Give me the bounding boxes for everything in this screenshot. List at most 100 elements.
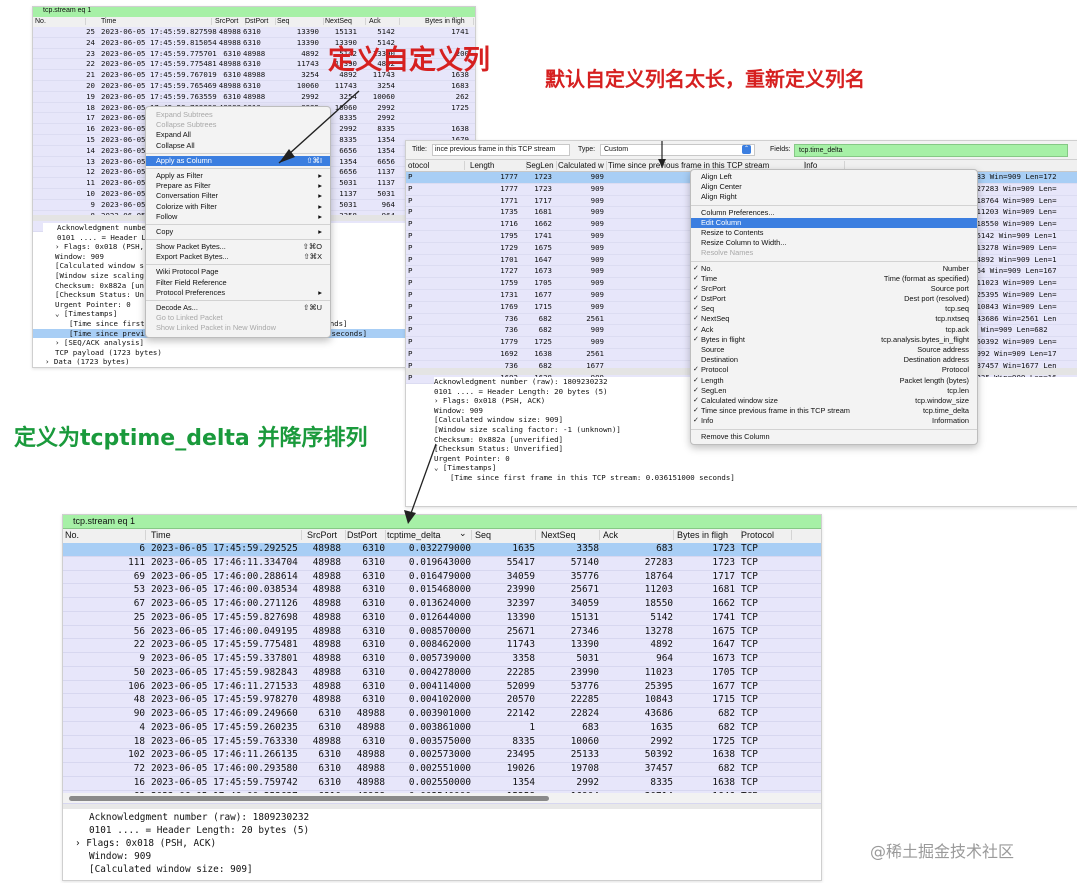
column-header-6[interactable]: NextSeq [541, 530, 600, 540]
column-header-6[interactable]: Ack [369, 18, 400, 25]
detail-line[interactable]: [Calculated window size: 909] [434, 415, 564, 425]
menu-item[interactable]: Column Preferences... [691, 208, 977, 218]
detail-line[interactable]: 0101 .... = Header Length: 20 bytes (5) [89, 825, 310, 836]
column-header-3[interactable]: DstPort [347, 530, 386, 540]
detail-line[interactable]: › Data (1723 bytes) [45, 357, 130, 367]
detail-line[interactable]: Checksum: 0x882a [un [55, 280, 144, 290]
menu-item[interactable]: Filter Field Reference [146, 278, 330, 288]
column-header-1[interactable]: Time [101, 18, 212, 25]
menu-item[interactable]: Prepare as Filter▸ [146, 181, 330, 191]
detail-line[interactable]: Window: 909 [89, 851, 152, 862]
menu-item[interactable]: Align Left [701, 172, 732, 181]
detail-line[interactable]: ⌄ [Timestamps] [434, 463, 497, 473]
type-select-chevron-icon[interactable]: ⌃ [742, 145, 751, 154]
menu-item[interactable]: Expand All [146, 130, 330, 140]
detail-line[interactable]: Checksum: 0x882a [unverified] [434, 434, 564, 444]
detail-line[interactable]: [Calculated window s [55, 261, 144, 271]
column-header-5[interactable]: Seq [475, 530, 536, 540]
column-header-7[interactable]: Bytes in fligh [425, 18, 474, 25]
column-header-2[interactable]: SrcPort [215, 18, 246, 25]
packet-list-scrollbar[interactable] [63, 793, 821, 803]
column-header-2[interactable]: SrcPort [307, 530, 346, 540]
column-header-7[interactable]: Ack [603, 530, 674, 540]
detail-line[interactable]: [Time since first frame in this TCP stre… [450, 472, 735, 482]
menu-item[interactable]: Conversation Filter▸ [146, 191, 330, 201]
column-header-0[interactable]: No. [65, 530, 146, 540]
column-header-4[interactable]: Seq [277, 18, 324, 25]
detail-line[interactable]: [Checksum Status: Un [55, 290, 144, 300]
sort-descending-icon[interactable]: ⌄ [459, 528, 467, 538]
display-filter-bar[interactable]: tcp.stream eq 1 [63, 515, 821, 529]
detail-line[interactable]: [Window size scaling factor: -1 (unknown… [434, 424, 621, 434]
detail-line[interactable]: Urgent Pointer: 0 [434, 453, 510, 463]
display-filter-text[interactable]: tcp.stream eq 1 [43, 7, 92, 14]
menu-item[interactable]: Collapse All [146, 141, 330, 151]
menu-item-column-toggle[interactable]: ✓Time since previous frame in this TCP s… [691, 406, 977, 416]
menu-item[interactable]: Export Packet Bytes...⇧⌘X [146, 252, 330, 262]
column-header-5[interactable]: Info [804, 161, 845, 170]
column-header-1[interactable]: Length [470, 161, 527, 170]
title-input[interactable]: ince previous frame in this TCP stream [432, 144, 570, 156]
menu-item[interactable]: Resize to Contents [691, 228, 977, 238]
menu-item[interactable]: Wiki Protocol Page [146, 267, 330, 277]
detail-line[interactable]: [Time since first [69, 318, 145, 328]
detail-line[interactable]: › Flags: 0x018 (PSH, A [55, 242, 153, 252]
detail-line[interactable]: [Calculated window size: 909] [89, 864, 253, 875]
type-select[interactable]: Custom [600, 144, 755, 156]
column-header-1[interactable]: Time [151, 530, 302, 540]
menu-item[interactable]: Decode As...⇧⌘U [146, 303, 330, 313]
column-header-3[interactable]: Calculated w [558, 161, 607, 170]
detail-line[interactable]: 0101 .... = Header L [57, 232, 146, 242]
menu-item[interactable]: Follow▸ [146, 212, 330, 222]
column-header-0[interactable]: No. [35, 18, 86, 25]
detail-line[interactable]: Window: 909 [434, 405, 483, 415]
detail-line[interactable]: [Window size scaling [55, 270, 144, 280]
detail-line[interactable]: [Checksum Status: Unverified] [434, 444, 564, 454]
column-header-0[interactable]: otocol [408, 161, 465, 170]
detail-line[interactable]: 0101 .... = Header Length: 20 bytes (5) [434, 386, 608, 396]
detail-line[interactable]: ⌄ [Timestamps] [55, 309, 118, 319]
detail-line[interactable]: Acknowledgment number (raw): 1809230232 [89, 812, 310, 823]
column-header-2[interactable]: SegLen [526, 161, 557, 170]
menu-item[interactable]: Colorize with Filter▸ [146, 202, 330, 212]
detail-line[interactable]: › Flags: 0x018 (PSH, ACK) [434, 396, 546, 406]
fields-input[interactable]: tcp.time_delta [794, 144, 1068, 157]
detail-line[interactable]: Acknowledgment numbe [57, 223, 146, 232]
menu-item-column-toggle[interactable]: ✓No.Number [691, 264, 977, 274]
menu-item[interactable]: Resize Column to Width... [691, 238, 977, 248]
column-header-3[interactable]: DstPort [245, 18, 276, 25]
pane-divider[interactable] [63, 804, 821, 809]
detail-line[interactable]: Urgent Pointer: 0 [55, 299, 131, 309]
menu-item[interactable]: Copy▸ [146, 227, 330, 237]
menu-item[interactable]: Align Center [701, 182, 742, 192]
